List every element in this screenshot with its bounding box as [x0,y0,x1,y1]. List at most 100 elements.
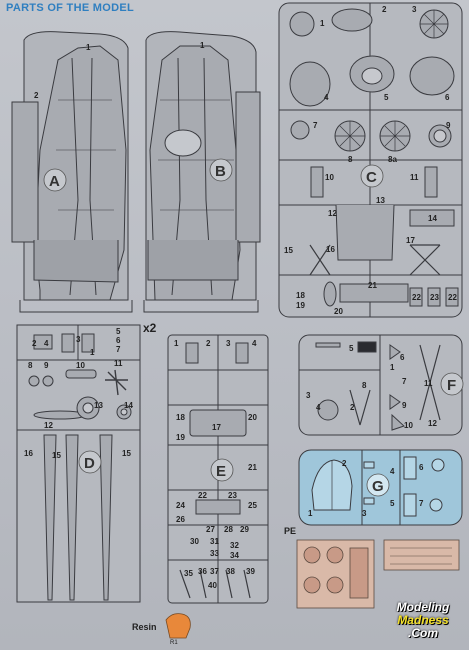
part-label: 11 [424,379,433,388]
part-label: 37 [210,567,219,576]
part-label: 1 [86,43,91,52]
page-title: PARTS OF THE MODEL [6,2,135,14]
part-label: 9 [402,401,407,410]
sprue-A-letter: A [49,173,60,190]
part-label: 3 [226,339,231,348]
part-label: 24 [176,501,185,510]
part-label: 20 [248,413,257,422]
part-label: 10 [76,361,85,370]
sprue-F-letter: F [447,377,456,394]
photo-etch-frets [296,539,460,609]
part-label: 3 [362,509,367,518]
part-label: 22 [448,293,457,302]
resin-part-number: R1 [170,640,178,646]
part-label: 7 [419,499,424,508]
part-label: 10 [404,421,413,430]
part-label: 2 [34,91,39,100]
resin-part [165,613,191,639]
watermark-line: Modeling [396,600,450,614]
part-label: 23 [228,491,237,500]
part-label: 26 [176,515,185,524]
part-label: 12 [328,209,337,218]
part-label: 6 [445,93,450,102]
part-label: 4 [44,339,49,348]
resin-label: Resin [132,622,157,632]
part-label: 1 [90,348,95,357]
sprue-D [16,324,141,603]
part-label: 8 [362,381,367,390]
sprue-C [278,2,463,318]
part-label: 12 [428,419,437,428]
site-watermark: Modeling Madness .Com [378,601,468,640]
sprue-A [11,31,133,313]
part-label: 3 [412,5,417,14]
part-label: 5 [390,499,395,508]
part-label: 17 [212,423,221,432]
part-label: 19 [176,433,185,442]
part-label: 20 [334,307,343,316]
part-label: 9 [44,361,49,370]
part-label: 33 [210,549,219,558]
part-label: 4 [316,403,321,412]
part-label: 2 [206,339,211,348]
part-label: 14 [124,401,133,410]
quantity-label: x2 [143,321,157,335]
sprue-B-letter: B [215,163,226,180]
part-label: 13 [94,401,103,410]
part-label: 10 [325,173,334,182]
part-label: 2 [350,403,355,412]
part-label: 13 [376,196,385,205]
part-label: 2 [32,339,37,348]
part-label: 6 [400,353,405,362]
pe-label: PE [284,526,297,536]
part-label: 16 [24,449,33,458]
part-label: 22 [198,491,207,500]
part-label: 6 [116,336,121,345]
part-label: 2 [382,5,387,14]
part-label: 8a [388,155,397,164]
part-label: 5 [116,327,121,336]
part-label: 30 [190,537,199,546]
part-label: 25 [248,501,257,510]
part-label: 1 [320,19,325,28]
part-label: 1 [200,41,205,50]
sprue-G-badge [366,473,390,497]
part-label: 12 [44,421,53,430]
sprue-E-letter: E [216,463,226,480]
part-label: 4 [252,339,257,348]
part-label: 4 [390,467,395,476]
part-label: 36 [198,567,207,576]
part-label: 29 [240,525,249,534]
part-label: 27 [206,525,215,534]
part-label: 19 [296,301,305,310]
part-label: 17 [406,236,415,245]
sprue-D-letter: D [84,455,95,472]
part-label: 32 [230,541,239,550]
part-label: 35 [184,569,193,578]
sprue-A-badge [43,168,67,192]
part-label: 9 [446,121,451,130]
part-label: 31 [210,537,219,546]
sprue-G-letter: G [372,478,384,495]
part-label: 18 [296,291,305,300]
part-label: 11 [410,173,419,182]
sprue-C-badge [360,164,384,188]
part-label: 23 [430,293,439,302]
part-label: 16 [326,245,335,254]
part-label: 5 [384,93,389,102]
part-label: 7 [313,121,318,130]
part-label: 4 [324,93,329,102]
sprue-B-badge [209,158,233,182]
part-label: 38 [226,567,235,576]
part-label: 5 [349,344,354,353]
part-label: 3 [306,391,311,400]
part-label: 3 [76,335,81,344]
sprue-F [298,334,463,436]
watermark-line: .Com [408,626,438,640]
part-label: 7 [116,345,121,354]
part-label: 39 [246,567,255,576]
sprue-D-badge [78,450,102,474]
part-label: 21 [248,463,257,472]
